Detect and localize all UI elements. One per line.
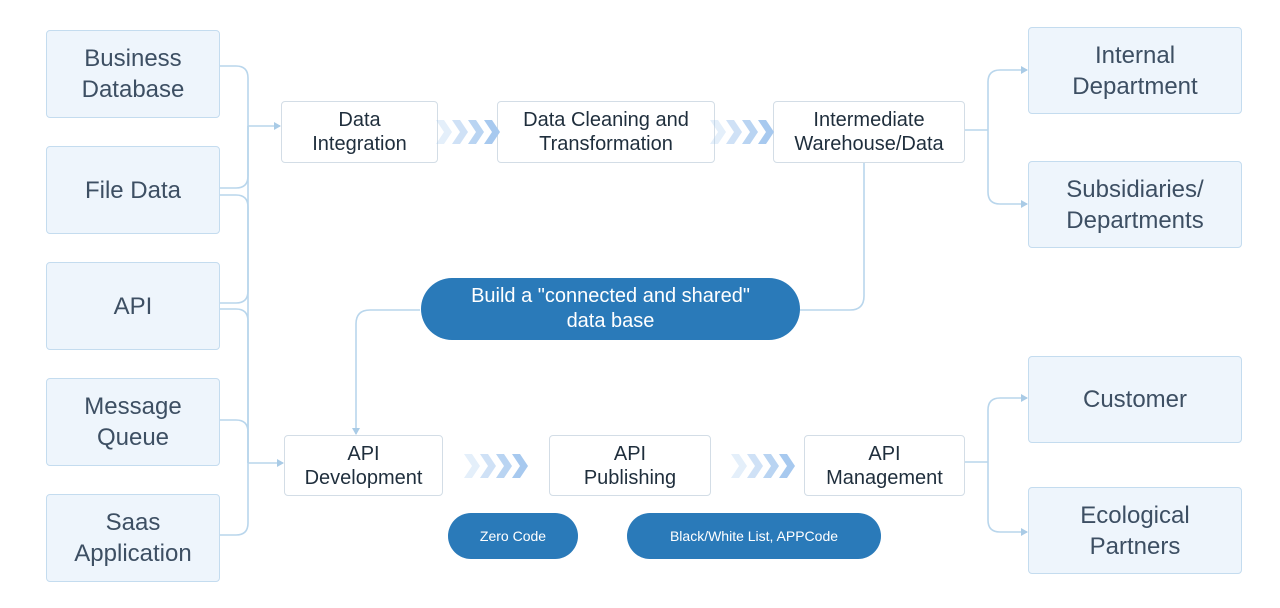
source-business-database-line2: Database bbox=[81, 76, 185, 103]
step-api-publishing-line2: Publishing bbox=[583, 466, 677, 489]
source-saas-application: Saas Application bbox=[46, 494, 220, 582]
arrow-to-customer bbox=[987, 394, 1028, 462]
source-message-queue-line2: Queue bbox=[96, 424, 170, 451]
arrow-pill-to-api-development bbox=[352, 309, 420, 435]
chevron-arrow-icon bbox=[464, 451, 528, 481]
step-data-cleaning-line1: Data Cleaning and bbox=[523, 109, 689, 131]
step-intermediate-warehouse-line1: Intermediate bbox=[813, 109, 925, 131]
chevron-arrow-icon bbox=[731, 451, 795, 481]
arrow-to-subsidiaries bbox=[987, 130, 1028, 208]
zero-code-tag: Zero Code bbox=[448, 513, 578, 559]
source-business-database-line1: Business bbox=[84, 45, 182, 72]
arrow-to-ecological-partners bbox=[987, 462, 1028, 536]
source-saas-application-line2: Application bbox=[74, 540, 192, 567]
target-subsidiaries-line2: Departments bbox=[1066, 206, 1204, 234]
connector-saas-application bbox=[219, 463, 249, 536]
connector-message-queue bbox=[219, 419, 249, 463]
source-api-label: API bbox=[113, 292, 153, 320]
connector-warehouse-to-pill bbox=[800, 163, 865, 311]
connector-file-data-down bbox=[219, 194, 249, 463]
access-control-tag: Black/White List, APPCode bbox=[627, 513, 881, 559]
chevron-arrow-icon bbox=[436, 117, 500, 147]
arrow-to-internal-department bbox=[987, 66, 1028, 130]
step-data-integration-line1: Data bbox=[338, 109, 381, 131]
step-api-publishing: API Publishing bbox=[549, 435, 711, 496]
step-api-management-line2: Management bbox=[826, 466, 943, 489]
shared-data-base-line2: data base bbox=[566, 310, 655, 332]
target-internal-department-line1: Internal bbox=[1094, 41, 1176, 69]
target-customer-label: Customer bbox=[1082, 386, 1188, 413]
step-api-publishing-line1: API bbox=[613, 442, 647, 465]
connector-business-database bbox=[219, 65, 249, 126]
step-data-cleaning: Data Cleaning and Transformation bbox=[497, 101, 715, 163]
target-customer: Customer bbox=[1028, 356, 1242, 443]
source-file-data-label: File Data bbox=[84, 176, 182, 204]
step-api-development-line2: Development bbox=[304, 466, 423, 489]
target-ecological-partners-line1: Ecological bbox=[1080, 501, 1190, 529]
connector-file-data-up bbox=[219, 126, 249, 189]
target-ecological-partners-line2: Partners bbox=[1089, 532, 1181, 560]
connector-api-down bbox=[219, 308, 249, 463]
target-subsidiaries: Subsidiaries/ Departments bbox=[1028, 161, 1242, 248]
shared-data-base-pill: Build a "connected and shared" data base bbox=[421, 278, 800, 340]
source-api: API bbox=[46, 262, 220, 350]
source-message-queue: Message Queue bbox=[46, 378, 220, 466]
zero-code-label: Zero Code bbox=[479, 528, 547, 544]
step-data-integration: Data Integration bbox=[281, 101, 438, 163]
source-saas-application-line1: Saas bbox=[105, 509, 161, 536]
source-business-database: Business Database bbox=[46, 30, 220, 118]
target-subsidiaries-line1: Subsidiaries/ bbox=[1066, 175, 1204, 203]
step-data-cleaning-line2: Transformation bbox=[539, 133, 673, 155]
connector-api-up bbox=[219, 126, 249, 304]
step-api-management: API Management bbox=[804, 435, 965, 496]
step-api-development: API Development bbox=[284, 435, 443, 496]
step-intermediate-warehouse-line2: Warehouse/Data bbox=[794, 133, 944, 155]
step-api-development-line1: API bbox=[347, 442, 380, 465]
shared-data-base-line1: Build a "connected and shared" bbox=[471, 285, 750, 307]
access-control-label: Black/White List, APPCode bbox=[669, 528, 839, 544]
target-ecological-partners: Ecological Partners bbox=[1028, 487, 1242, 574]
target-internal-department: Internal Department bbox=[1028, 27, 1242, 114]
step-data-integration-line2: Integration bbox=[312, 133, 407, 155]
step-api-management-line1: API bbox=[868, 442, 901, 465]
source-message-queue-line1: Message bbox=[84, 393, 182, 420]
source-file-data: File Data bbox=[46, 146, 220, 234]
chevron-arrow-icon bbox=[710, 117, 774, 147]
target-internal-department-line2: Department bbox=[1072, 72, 1198, 100]
step-intermediate-warehouse: Intermediate Warehouse/Data bbox=[773, 101, 965, 163]
